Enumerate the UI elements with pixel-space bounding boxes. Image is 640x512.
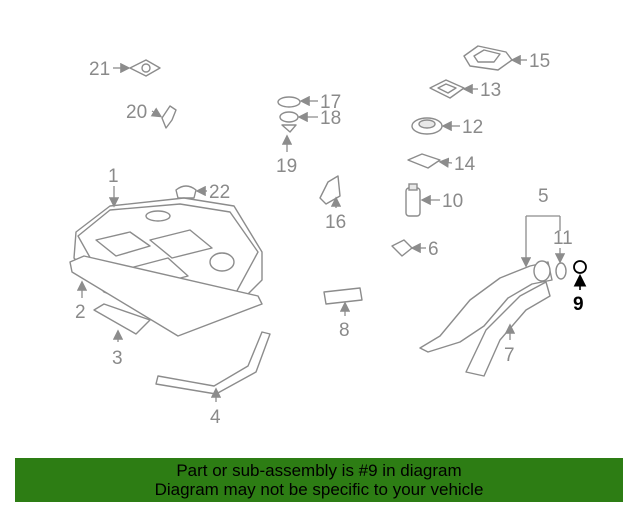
part-6-gasket-icon [555,262,567,280]
part-20-clip-icon [161,105,177,129]
part-17-seal-icon [277,96,301,108]
callout-3[interactable]: 3 [112,348,123,369]
banner-line-disclaimer: Diagram may not be specific to your vehi… [154,480,484,499]
part-21-plate-icon [129,59,161,77]
banner-line-part-number: Part or sub-assembly is #9 in diagram [176,461,462,480]
callout-18[interactable]: 18 [320,108,341,129]
callout-2[interactable]: 2 [75,302,86,323]
part-18-plate-icon [279,111,299,133]
callout-15[interactable]: 15 [529,51,550,72]
part-10-pump-icon [405,183,421,217]
callout-8[interactable]: 8 [339,320,350,341]
part-2-tank-band-icon [69,255,263,337]
callout-10[interactable]: 10 [442,191,463,212]
part-5-filler-neck-icon [419,260,553,353]
info-banner: Part or sub-assembly is #9 in diagram Di… [15,458,623,502]
part-8-hose-icon [323,287,363,305]
callout-17[interactable]: 17 [320,92,341,113]
part-22-cap-icon [175,185,197,199]
callout-9-highlighted[interactable]: 9 [573,294,584,315]
part-13-gasket-icon [429,79,465,99]
callout-12[interactable]: 12 [462,117,483,138]
callout-5[interactable]: 5 [538,186,549,207]
callout-4[interactable]: 4 [210,407,221,428]
part-9-o-ring-icon [573,260,587,274]
callout-6[interactable]: 11 [553,228,573,249]
parts-diagram: 21 20 17 18 19 15 13 12 14 [69,45,587,428]
part-16-bracket-icon [319,175,341,205]
callout-11[interactable]: 6 [428,239,439,260]
part-12-cover-icon [411,117,443,135]
part-3-protector-icon [93,303,151,335]
callout-16[interactable]: 16 [325,212,346,233]
part-14-gasket-icon [407,153,441,169]
part-15-plate-icon [463,45,513,71]
callout-13[interactable]: 13 [480,80,501,101]
callout-14[interactable]: 14 [454,154,476,175]
callout-20[interactable]: 20 [126,102,147,123]
part-4-strap-icon [155,331,271,395]
callout-1[interactable]: 1 [108,166,119,187]
callout-19[interactable]: 19 [276,156,297,177]
part-11-clamp-icon [391,239,413,257]
callout-21[interactable]: 21 [89,59,110,80]
callout-22[interactable]: 22 [209,182,230,203]
callout-7[interactable]: 7 [504,345,515,366]
